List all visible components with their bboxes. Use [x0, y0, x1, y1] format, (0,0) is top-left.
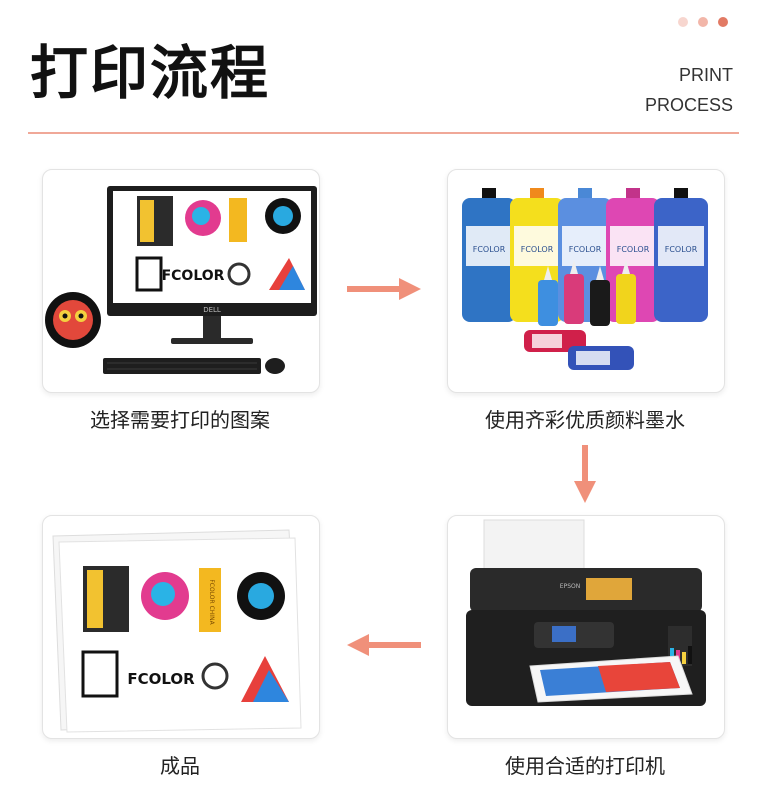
- decorative-dots: [678, 17, 728, 27]
- design-thumb-ring: [227, 262, 251, 286]
- design-thumb-text: FCOLOR: [162, 268, 225, 284]
- printer-image: EPSON: [466, 519, 706, 706]
- step-card-ink: FCOLOR FCOLOR FCOLOR FCOLOR FCOLOR: [447, 169, 725, 393]
- step-caption-design: 选择需要打印的图案: [90, 408, 270, 432]
- result-design-owl-stripe: [87, 570, 103, 628]
- dot-mid: [698, 17, 708, 27]
- keyboard: [103, 358, 261, 374]
- result-design-badge: [81, 650, 119, 698]
- arrow-down-icon: [574, 445, 596, 503]
- design-thumb-badge: [135, 256, 163, 292]
- small-bottle-black: [590, 266, 610, 326]
- page-title: 打印流程: [30, 39, 271, 107]
- ink-bottle-blue: [654, 188, 708, 322]
- ink-label-5: FCOLOR: [665, 245, 698, 254]
- small-bottle-yellow: [616, 260, 636, 324]
- step-caption-result: 成品: [160, 754, 200, 778]
- dot-dark: [718, 17, 728, 27]
- printer-ink-black: [688, 646, 692, 664]
- monitor-logo: DELL: [203, 306, 221, 314]
- printer-display: [552, 626, 576, 642]
- small-bottle-cyan: [538, 266, 558, 326]
- ink-label-2: FCOLOR: [521, 245, 554, 254]
- arrow-right-icon: [347, 278, 421, 300]
- result-design-circle-inner: [248, 583, 274, 609]
- computer-image: FCOLOR DELL: [45, 186, 317, 374]
- printer-ink-yellow: [682, 652, 686, 664]
- finished-prints-image: FCOLOR CHINA FCOLOR: [52, 529, 302, 733]
- step-card-result: FCOLOR CHINA FCOLOR: [42, 515, 320, 739]
- ink-label-1: FCOLOR: [473, 245, 506, 254]
- printer-paper-in: [483, 519, 585, 577]
- result-design-banner-text: FCOLOR CHINA: [208, 579, 215, 625]
- dot-light: [678, 17, 688, 27]
- page-subtitle: PRINT PROCESS: [645, 60, 733, 120]
- arrow-left-icon: [347, 634, 421, 656]
- owl-sticker-pupil-left: [62, 313, 68, 319]
- design-thumb-triangle-inner: [279, 266, 305, 290]
- ink-bottle-cyan: [462, 188, 516, 322]
- header-divider: [28, 132, 739, 134]
- printed-paper-red: [598, 662, 680, 692]
- lying-bottle-red: [524, 330, 586, 352]
- owl-sticker-pupil-right: [78, 313, 84, 319]
- printer-scan-doc: [586, 578, 632, 600]
- step-card-design: FCOLOR DELL: [42, 169, 320, 393]
- ink-bottle-yellow: [510, 188, 564, 322]
- ink-label-4: FCOLOR: [617, 245, 650, 254]
- subtitle-line-1: PRINT: [679, 65, 733, 85]
- ink-bottles-image: FCOLOR FCOLOR FCOLOR FCOLOR FCOLOR: [462, 188, 708, 370]
- monitor-base: [171, 338, 253, 344]
- mouse: [265, 358, 285, 374]
- result-design-text: FCOLOR: [127, 670, 195, 688]
- result-design-triangle-inner: [253, 670, 289, 702]
- step-caption-ink: 使用齐彩优质颜料墨水: [485, 408, 685, 432]
- design-thumb-banner: [229, 198, 247, 242]
- printer-logo: EPSON: [560, 583, 580, 590]
- step-card-printer: EPSON: [447, 515, 725, 739]
- subtitle-line-2: PROCESS: [644, 95, 733, 115]
- owl-sticker-face: [53, 300, 93, 340]
- design-thumb-splash-inner: [192, 207, 210, 225]
- design-thumb-circle-inner: [273, 206, 293, 226]
- ink-label-3: FCOLOR: [569, 245, 602, 254]
- lying-bottle-blue: [568, 346, 634, 370]
- monitor-stand: [203, 316, 221, 340]
- result-design-splash-inner: [151, 582, 175, 606]
- design-thumb-owl-stripe: [140, 200, 154, 242]
- result-design-ring: [201, 662, 229, 690]
- small-bottle-magenta: [564, 260, 584, 324]
- result-design-banner: [199, 568, 221, 632]
- step-caption-printer: 使用合适的打印机: [505, 754, 665, 778]
